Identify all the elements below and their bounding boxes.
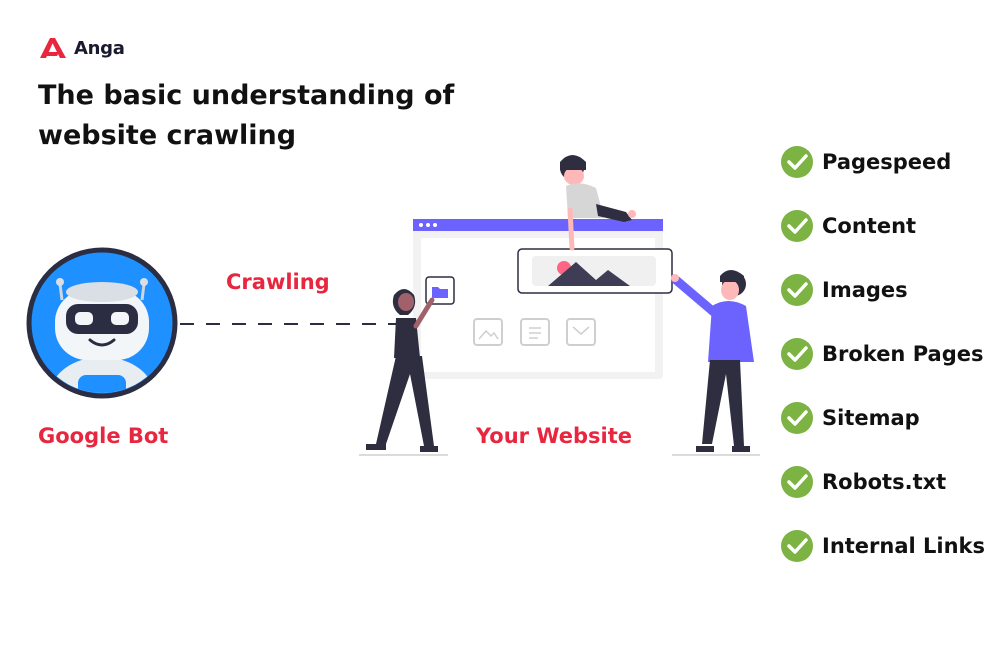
checklist-label: Content xyxy=(822,214,917,238)
person-right xyxy=(671,270,754,452)
mail-icon xyxy=(566,318,596,346)
check-circle-icon xyxy=(781,466,813,498)
checklist-label: Pagespeed xyxy=(822,150,952,174)
image-icon xyxy=(473,318,503,346)
checklist-item: Sitemap xyxy=(780,401,920,435)
image-card xyxy=(517,248,673,294)
title-line-1: The basic understanding of xyxy=(38,80,455,111)
checklist-item: Images xyxy=(780,273,908,307)
folder-icon xyxy=(425,276,455,305)
check-circle-icon xyxy=(781,210,813,242)
page-title: The basic understanding of website crawl… xyxy=(38,76,508,156)
google-bot-label: Google Bot xyxy=(38,424,169,448)
checklist-label: Robots.txt xyxy=(822,470,947,494)
check-circle-icon xyxy=(781,274,813,306)
google-bot-avatar xyxy=(26,247,178,399)
brand-name: Anga xyxy=(74,37,125,59)
checklist-item: Content xyxy=(780,209,916,243)
your-website-label: Your Website xyxy=(476,424,632,448)
check-circle-icon xyxy=(781,338,813,370)
checklist-item: Robots.txt xyxy=(780,465,946,499)
title-line-2: website crawling xyxy=(38,120,297,151)
person-left xyxy=(366,289,438,452)
person-sitting-top xyxy=(560,155,636,251)
checklist-label: Images xyxy=(822,278,908,302)
checklist-label: Internal Links xyxy=(822,534,986,558)
checklist-label: Sitemap xyxy=(822,406,920,430)
check-circle-icon xyxy=(781,146,813,178)
checklist-item: Internal Links xyxy=(780,529,985,563)
checklist-label: Broken Pages xyxy=(822,342,984,366)
brand-logo: Anga xyxy=(38,36,125,60)
check-circle-icon xyxy=(781,402,813,434)
document-icon xyxy=(520,318,550,346)
check-circle-icon xyxy=(781,530,813,562)
checklist-item: Pagespeed xyxy=(780,145,951,179)
anga-logo-icon xyxy=(40,38,66,58)
checklist-item: Broken Pages xyxy=(780,337,983,371)
crawling-label: Crawling xyxy=(226,270,330,294)
